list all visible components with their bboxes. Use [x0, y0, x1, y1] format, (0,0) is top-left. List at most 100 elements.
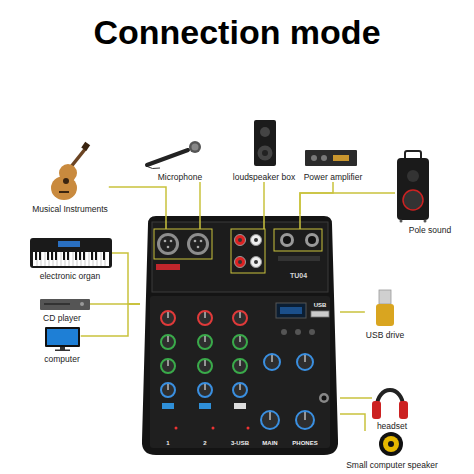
device-node: loudspeaker box	[232, 120, 296, 182]
mixer-illustration	[156, 264, 180, 270]
mixer-illustration	[299, 214, 301, 229]
leader-line	[112, 253, 140, 304]
mixer-illustration	[187, 233, 209, 255]
device-node: CD player	[40, 297, 90, 323]
speaker-icon	[379, 432, 403, 456]
computer-icon	[45, 327, 80, 347]
device-label: computer	[44, 354, 79, 364]
speaker-icon	[388, 441, 394, 447]
device-node: Microphone	[140, 138, 206, 182]
mixer-illustration	[190, 236, 206, 252]
mixer-illustration	[278, 256, 320, 261]
computer-icon	[55, 350, 70, 352]
leader-line	[263, 182, 265, 214]
microphone-icon	[146, 141, 201, 169]
device-label: Pole sound	[409, 225, 452, 235]
mixer-illustration	[319, 393, 329, 403]
panel-label: 1	[166, 440, 169, 447]
guitar-icon	[81, 142, 90, 151]
mixer-illustration	[170, 240, 173, 243]
mixer-illustration	[160, 236, 176, 252]
device-label: Power amplifier	[304, 172, 363, 182]
mixer-node: TU04	[140, 214, 340, 458]
leader-line	[300, 193, 395, 214]
panel-label: MAIN	[262, 440, 277, 447]
mixer-illustration	[150, 296, 330, 448]
mixer-illustration	[238, 238, 242, 242]
mixer-illustration	[251, 257, 262, 268]
cd-player-icon	[44, 303, 70, 305]
pole-speaker-icon	[397, 158, 429, 220]
device-node: USB drive	[365, 290, 405, 340]
panel-label: 2	[203, 440, 206, 447]
guitar-icon	[63, 178, 69, 184]
device-label: Small computer speaker	[346, 460, 438, 470]
usb-drive-icon	[376, 290, 394, 326]
device-node: Pole sound	[395, 150, 452, 235]
mixer-illustration	[235, 257, 246, 268]
guitar-icon	[70, 148, 86, 168]
leader-line	[109, 187, 166, 214]
leader-line	[340, 311, 365, 313]
mixer-illustration	[212, 427, 215, 430]
mixer-illustration	[270, 355, 305, 420]
panel-label: 3-USB	[231, 440, 249, 447]
microphone-icon	[192, 144, 199, 151]
page-title: Connection mode	[0, 12, 474, 52]
cd-player-icon	[80, 302, 84, 306]
guitar-icon	[51, 142, 90, 200]
headset-icon	[399, 401, 408, 419]
device-label: loudspeaker box	[233, 172, 295, 182]
pole-speaker-icon	[424, 220, 427, 223]
mixer-illustration	[238, 260, 242, 264]
device-label: Microphone	[158, 172, 202, 182]
mixer-illustration	[142, 216, 338, 455]
mixer-illustration	[247, 427, 250, 430]
model-name: TU04	[290, 272, 307, 280]
computer-icon	[45, 327, 80, 351]
power-amplifier-icon	[321, 155, 327, 161]
mixer-illustration	[235, 235, 246, 246]
mixer-illustration	[152, 222, 328, 292]
speaker-icon	[379, 432, 403, 456]
usb-drive-icon	[379, 290, 391, 304]
mixer-illustration	[322, 396, 327, 401]
mixer-illustration	[251, 235, 262, 246]
keyboard-icon	[37, 252, 105, 266]
mixer-illustration	[311, 311, 329, 317]
power-amplifier-icon	[333, 155, 349, 161]
device-node: Musical Instruments	[31, 143, 109, 214]
mixer-illustration	[167, 246, 170, 249]
keyboard-icon	[30, 238, 112, 268]
device-label: electronic organ	[40, 271, 100, 281]
device-node: headset	[372, 375, 408, 431]
mixer-illustration	[276, 303, 306, 318]
guitar-icon	[51, 176, 77, 200]
leader-line	[199, 182, 201, 214]
keyboard-icon	[36, 252, 104, 260]
leader-line	[340, 414, 365, 431]
leader-line	[340, 397, 372, 399]
mixer-illustration	[280, 307, 302, 314]
mixer-illustration	[309, 329, 315, 335]
mixer-illustration	[280, 233, 294, 247]
mixer-illustration	[308, 236, 316, 244]
microphone-icon	[189, 141, 201, 153]
mixer-illustration	[175, 427, 178, 430]
power-amplifier-icon	[305, 150, 357, 166]
mixer-illustration	[274, 229, 322, 251]
pole-speaker-icon	[397, 151, 429, 223]
mixer-illustration	[164, 240, 167, 243]
pole-speaker-icon	[407, 170, 419, 182]
loudspeaker-icon	[254, 120, 276, 166]
loudspeaker-icon	[258, 146, 273, 161]
leader-line	[300, 182, 333, 214]
device-label: USB drive	[366, 330, 404, 340]
headset-icon	[372, 401, 381, 419]
keyboard-icon	[58, 241, 80, 247]
panel-label: USB	[314, 302, 327, 309]
keyboard-icon	[33, 252, 109, 266]
mixer-illustration	[162, 403, 174, 409]
